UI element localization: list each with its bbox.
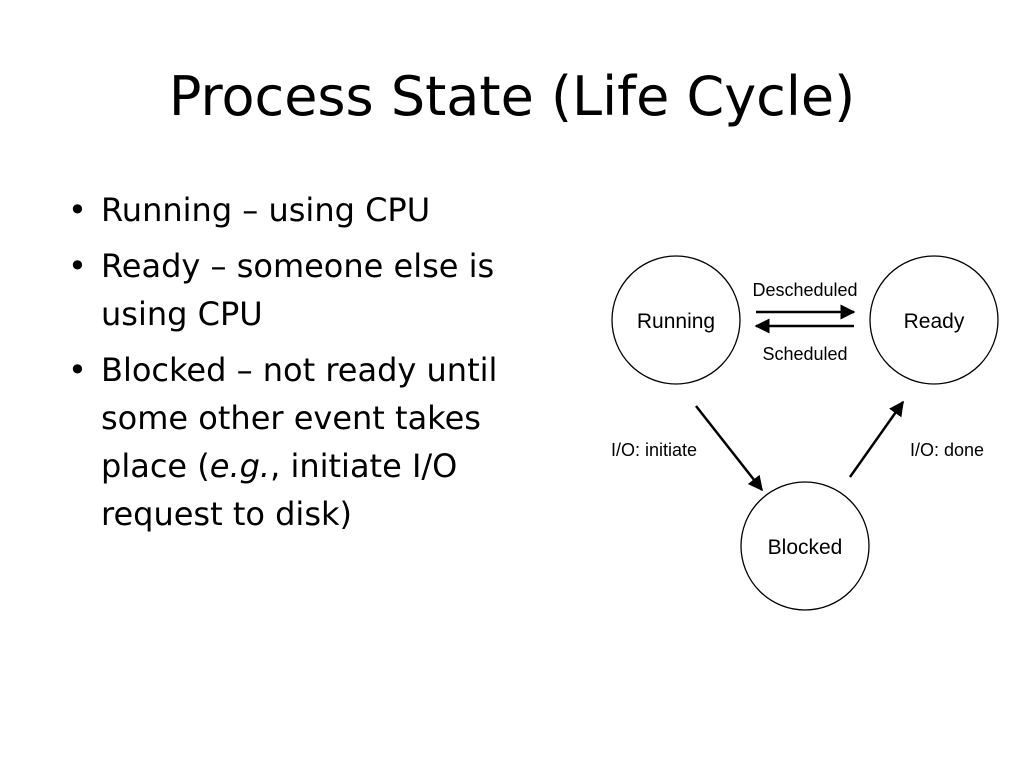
bullet-item-running: • Running – using CPU: [60, 186, 560, 234]
bullet-text-blocked-eg: e.g.: [209, 447, 271, 485]
io-initiate-label: I/O: initiate: [611, 440, 697, 460]
bullet-text-blocked-end: , initiate I/O request to disk): [101, 447, 458, 533]
slide-title: Process State (Life Cycle): [168, 65, 856, 128]
descheduled-label: Descheduled: [752, 280, 857, 300]
bullet-dot-icon: •: [68, 247, 87, 285]
running-state-label: Running: [637, 310, 715, 333]
bullet-dot-icon: •: [68, 351, 87, 389]
ready-state-label: Ready: [904, 310, 965, 333]
state-diagram: Running Ready Blocked Descheduled Schedu…: [611, 255, 999, 611]
io-initiate-arrow: [695, 405, 763, 492]
scheduled-label: Scheduled: [762, 344, 847, 364]
blocked-state-label: Blocked: [768, 536, 843, 559]
blocked-state-node: [740, 481, 870, 611]
bullet-text-ready: Ready – someone else is using CPU: [101, 247, 495, 333]
bullet-dot-icon: •: [68, 191, 87, 229]
bullet-text-blocked-start: Blocked – not ready until some other eve…: [101, 351, 498, 485]
bullet-item-blocked: • Blocked – not ready until some other e…: [60, 346, 560, 538]
bullet-list: • Running – using CPU • Ready – someone …: [60, 186, 560, 546]
io-done-label: I/O: done: [910, 440, 984, 460]
bullet-item-ready: • Ready – someone else is using CPU: [60, 242, 560, 338]
bullet-text-running: Running – using CPU: [101, 191, 431, 229]
running-state-node: [611, 255, 741, 385]
io-done-arrow: [848, 400, 905, 478]
ready-state-node: [869, 255, 999, 385]
